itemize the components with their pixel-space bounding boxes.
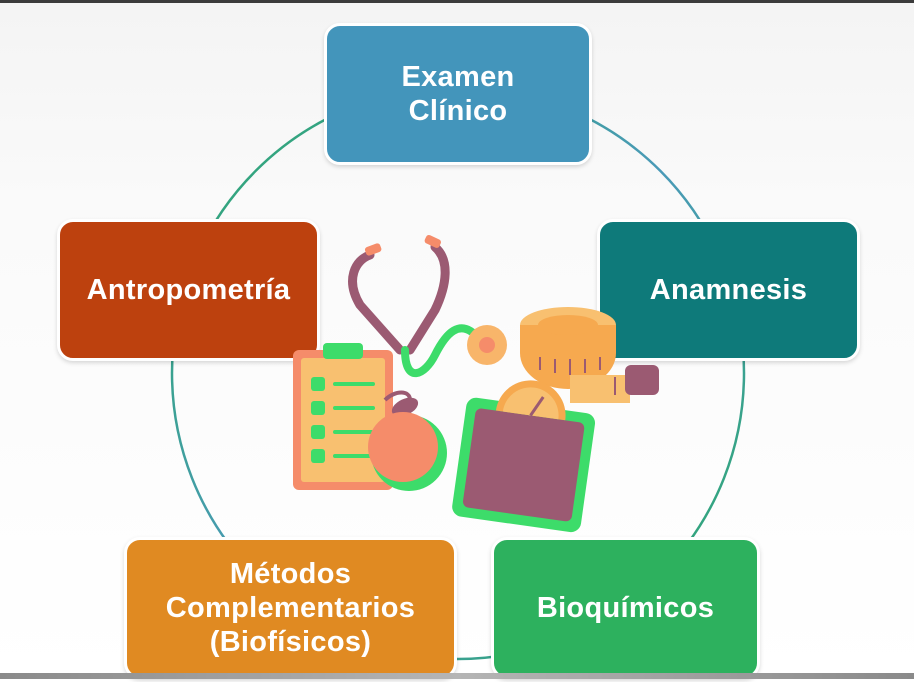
node-antropometria: Antropometría xyxy=(57,219,320,361)
bottom-bar xyxy=(0,673,914,679)
apple-icon xyxy=(368,390,447,491)
node-anamnesis: Anamnesis xyxy=(597,219,860,361)
node-label: Antropometría xyxy=(86,274,291,306)
node-examen-clinico: Examen Clínico xyxy=(324,23,592,165)
weighing-scale-icon xyxy=(452,380,596,533)
node-label: Métodos Complementarios (Biofísicos) xyxy=(165,558,416,658)
nutrition-illustration xyxy=(293,234,659,533)
node-label: Bioquímicos xyxy=(536,592,715,624)
node-metodos-complementarios: Métodos Complementarios (Biofísicos) xyxy=(124,537,457,679)
node-label: Anamnesis xyxy=(649,274,808,306)
clipboard-checklist-icon xyxy=(293,343,393,490)
node-bioquimicos: Bioquímicos xyxy=(491,537,760,679)
stethoscope-icon xyxy=(348,234,507,378)
measuring-tape-icon xyxy=(520,307,659,403)
node-label: Examen Clínico xyxy=(401,61,515,127)
